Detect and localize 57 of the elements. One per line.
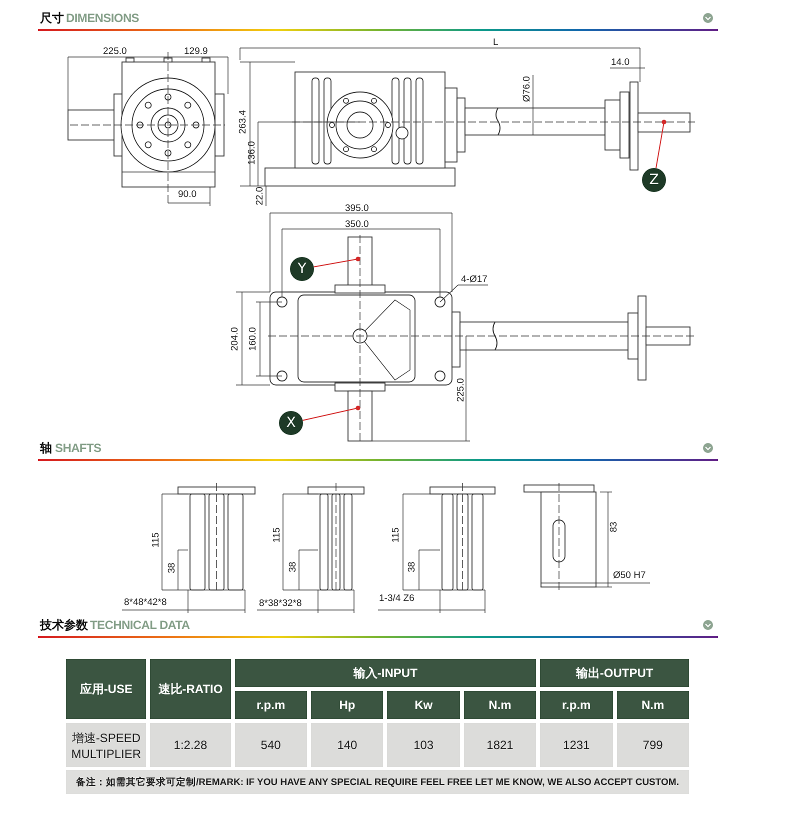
table-value: 140 xyxy=(311,723,384,767)
dimension-label: 225.0 xyxy=(456,378,466,402)
dimension-label: 204.0 xyxy=(230,327,240,351)
dimension-label: 263.4 xyxy=(238,110,248,134)
dimension-label: 14.0 xyxy=(611,58,630,68)
dimension-label: 160.0 xyxy=(248,327,258,351)
dimension-label: 8*48*42*8 xyxy=(124,598,167,608)
column-header: 应用-USE xyxy=(66,659,146,719)
section-heading: 轴 xyxy=(40,442,52,454)
dimension-label: L xyxy=(493,38,498,48)
table-value: 1:2.28 xyxy=(150,723,231,767)
leader-line xyxy=(313,256,360,268)
dimension-label: 90.0 xyxy=(178,190,196,200)
section-heading: SHAFTS xyxy=(55,442,102,454)
leader-line xyxy=(302,406,360,421)
column-header: r.p.m xyxy=(540,691,613,719)
column-header: Hp xyxy=(311,691,384,719)
section-heading: 技术参数 xyxy=(40,619,88,631)
dimension-label: 115 xyxy=(272,527,282,543)
dimension-label: Ø50 H7 xyxy=(613,571,646,580)
section-heading: DIMENSIONS xyxy=(66,12,140,24)
table-value: 540 xyxy=(234,723,308,767)
table-value: 1231 xyxy=(540,723,613,767)
dimension-label: 38 xyxy=(407,562,417,572)
column-header: 输出-OUTPUT xyxy=(540,659,689,687)
table-value: 103 xyxy=(387,723,460,767)
callout-circle: Z xyxy=(642,168,666,192)
section-heading: TECHNICAL DATA xyxy=(90,619,190,631)
table-value: 1821 xyxy=(464,723,536,767)
dimension-label: 8*38*32*8 xyxy=(259,599,302,608)
column-header: 速比-RATIO xyxy=(150,659,231,719)
column-header: Kw xyxy=(387,691,460,719)
row-header: 增速-SPEED MULTIPLIER xyxy=(66,723,146,767)
table-value: 799 xyxy=(616,723,689,767)
column-header: N.m xyxy=(616,691,689,719)
dimension-label: 38 xyxy=(288,562,298,572)
column-header: 输入-INPUT xyxy=(234,659,536,687)
callout-circle: X xyxy=(279,411,303,435)
column-header: N.m xyxy=(464,691,536,719)
dimension-label: 38 xyxy=(167,562,177,574)
dimension-label: 129.9 xyxy=(184,47,208,56)
callout-circle: Y xyxy=(290,257,314,281)
dimension-label: 83 xyxy=(609,522,619,532)
dimension-label: 225.0 xyxy=(103,47,127,56)
dimension-label: 136.0 xyxy=(247,141,257,165)
leader-line xyxy=(656,120,666,169)
dimension-label: 1-3/4 Z6 xyxy=(379,594,414,604)
section-heading: 尺寸 xyxy=(40,12,64,24)
dimension-label: 4-Ø17 xyxy=(461,275,488,284)
dimension-label: 115 xyxy=(391,527,401,543)
dimension-label: 115 xyxy=(151,532,161,548)
dimension-label: 22.0 xyxy=(255,186,265,206)
dimension-label: 395.0 xyxy=(345,204,369,214)
dimension-label: 350.0 xyxy=(345,220,369,230)
column-header: r.p.m xyxy=(234,691,308,719)
dimension-label: Ø76.0 xyxy=(522,76,532,102)
remark-note: 备注：如需其它要求可定制/REMARK: IF YOU HAVE ANY SPECIAL REQUIRE FEEL FREE LET ME KNOW, WE ALSO ACCEPT CUSTOM. xyxy=(66,770,689,794)
